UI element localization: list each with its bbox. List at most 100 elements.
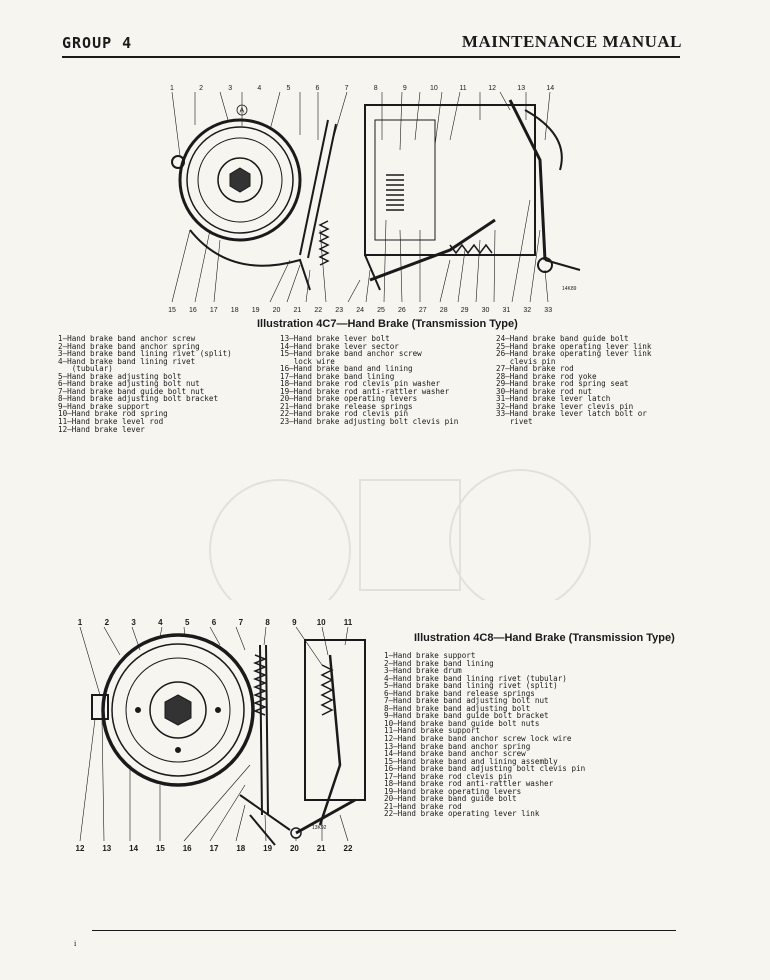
parts-list-item: 33—Hand brake lever latch bolt or	[496, 409, 647, 419]
drum-hub	[217, 157, 263, 203]
callout-number: 21	[294, 307, 302, 314]
bleed-through-image	[209, 469, 591, 600]
drum-bolt-b	[215, 707, 221, 713]
callout-number: 15	[156, 844, 165, 853]
parts-list-item: 19—Hand brake rod anti-rattler washer	[280, 386, 450, 396]
parts-list-item: 2—Hand brake band anchor spring	[58, 341, 200, 351]
parts-list-item: 13—Hand brake lever bolt	[280, 334, 390, 343]
callout-number: 14	[546, 85, 554, 92]
parts-list-item: 15—Hand brake band and lining assembly	[384, 756, 558, 766]
parts-list-item: 10—Hand brake rod spring	[58, 409, 168, 419]
callout-number: 17	[210, 844, 219, 853]
parts-list-item: 11—Hand brake level rod	[58, 417, 164, 427]
parts-list-item: 26—Hand brake operating lever link	[496, 349, 652, 359]
callout-number: 31	[503, 307, 511, 314]
parts-list-item: 4—Hand brake band lining rivet (tubular)	[384, 673, 567, 683]
callout-number: 22	[344, 844, 353, 853]
callout-number: 25	[377, 307, 385, 314]
parts-list-item: 7—Hand brake band adjusting bolt nut	[384, 696, 549, 706]
callout-number: 7	[345, 85, 349, 92]
callout-number: 19	[263, 844, 272, 853]
callout-number: 23	[335, 307, 343, 314]
callout-number: 2	[105, 618, 110, 627]
callout-number: 9	[403, 85, 407, 92]
lever-sector	[524, 109, 563, 171]
footer-rule	[92, 930, 676, 931]
callout-number: 10	[430, 85, 438, 92]
parts-list-item: 7—Hand brake band guide bolt nut	[58, 386, 205, 396]
parts-list-item: 5—Hand brake band lining rivet (split)	[384, 681, 558, 691]
parts-list-item: 6—Hand brake adjusting bolt nut	[58, 379, 200, 389]
callout-number: 18	[236, 844, 245, 853]
parts-list-item: lock wire	[280, 356, 335, 366]
hand-brake-rod	[369, 218, 496, 282]
callout-number: 29	[461, 307, 469, 314]
drum-bolt-c	[175, 747, 181, 753]
parts-list-item: 18—Hand brake rod clevis pin washer	[280, 379, 441, 389]
callout-number: 14	[129, 844, 138, 853]
callout-number: 12	[488, 85, 496, 92]
callout-number: 16	[183, 844, 192, 853]
parts-list-item: 2—Hand brake band lining	[384, 658, 494, 668]
callout-number: 7	[239, 618, 244, 627]
callout-number: 18	[231, 307, 239, 314]
callout-number: 15	[168, 307, 176, 314]
brake-bracket	[189, 229, 311, 291]
callout-number: 4	[257, 85, 261, 92]
parts-list-item: 16—Hand brake band adjusting bolt clevis…	[384, 764, 586, 774]
callout-number: 1	[78, 618, 83, 627]
parts-list-item: 8—Hand brake band adjusting bolt	[384, 703, 531, 713]
page-header: GROUP 4 MAINTENANCE MANUAL	[62, 32, 682, 56]
leader-lines	[79, 626, 349, 842]
callout-number: 20	[290, 844, 299, 853]
caption-4c8: Illustration 4C8—Hand Brake (Transmissio…	[414, 632, 675, 644]
operating-lever-left	[299, 119, 337, 259]
parts-list-item: 9—Hand brake support	[58, 401, 150, 411]
parts-list-item: 24—Hand brake band guide bolt	[496, 334, 629, 343]
hub-nut	[164, 694, 192, 726]
callout-number: 13	[517, 85, 525, 92]
callout-number: 6	[316, 85, 320, 92]
drum-bolt-a	[135, 707, 141, 713]
parts-list-item: 15—Hand brake band anchor screw	[280, 349, 422, 359]
parts-list-item: 6—Hand brake band release springs	[384, 688, 535, 698]
callout-number: 19	[252, 307, 260, 314]
support-housing	[304, 639, 366, 801]
parts-list-item: 22—Hand brake rod clevis pin	[280, 409, 409, 419]
lever-link	[295, 798, 356, 835]
hand-brake-lever	[508, 99, 547, 261]
leader-lines	[171, 91, 551, 303]
page-mark: i	[74, 940, 77, 948]
brake-band-lining	[111, 643, 245, 777]
header-rule	[62, 56, 680, 58]
parts-list-item: (tubular)	[58, 364, 113, 374]
brake-band-lining	[186, 126, 294, 234]
callout-number: 1	[170, 85, 174, 92]
callout-number: 6	[212, 618, 217, 627]
parts-list-item: 10—Hand brake band guide bolt nuts	[384, 718, 540, 728]
callout-number: 11	[344, 618, 353, 627]
callout-number: 11	[459, 85, 466, 92]
support-bracket	[364, 254, 581, 291]
callout-number: 32	[523, 307, 531, 314]
case-inner	[374, 119, 436, 241]
callout-number: 27	[419, 307, 427, 314]
parts-list-item: 4—Hand brake band lining rivet	[58, 356, 196, 366]
callout-number: 5	[185, 618, 190, 627]
drum-hub	[149, 681, 207, 739]
stamp-4c8: 13K92	[312, 825, 327, 831]
callout-number: 5	[286, 85, 290, 92]
parts-list-item: 1—Hand brake band anchor screw	[58, 334, 196, 343]
callout-number: 3	[131, 618, 136, 627]
parts-list-item: 3—Hand brake band lining rivet (split)	[58, 349, 232, 359]
brake-drum-outer	[178, 118, 302, 242]
rod-spring	[386, 174, 404, 211]
callout-number: 8	[374, 85, 378, 92]
parts-list-item: clevis pin	[496, 356, 556, 366]
